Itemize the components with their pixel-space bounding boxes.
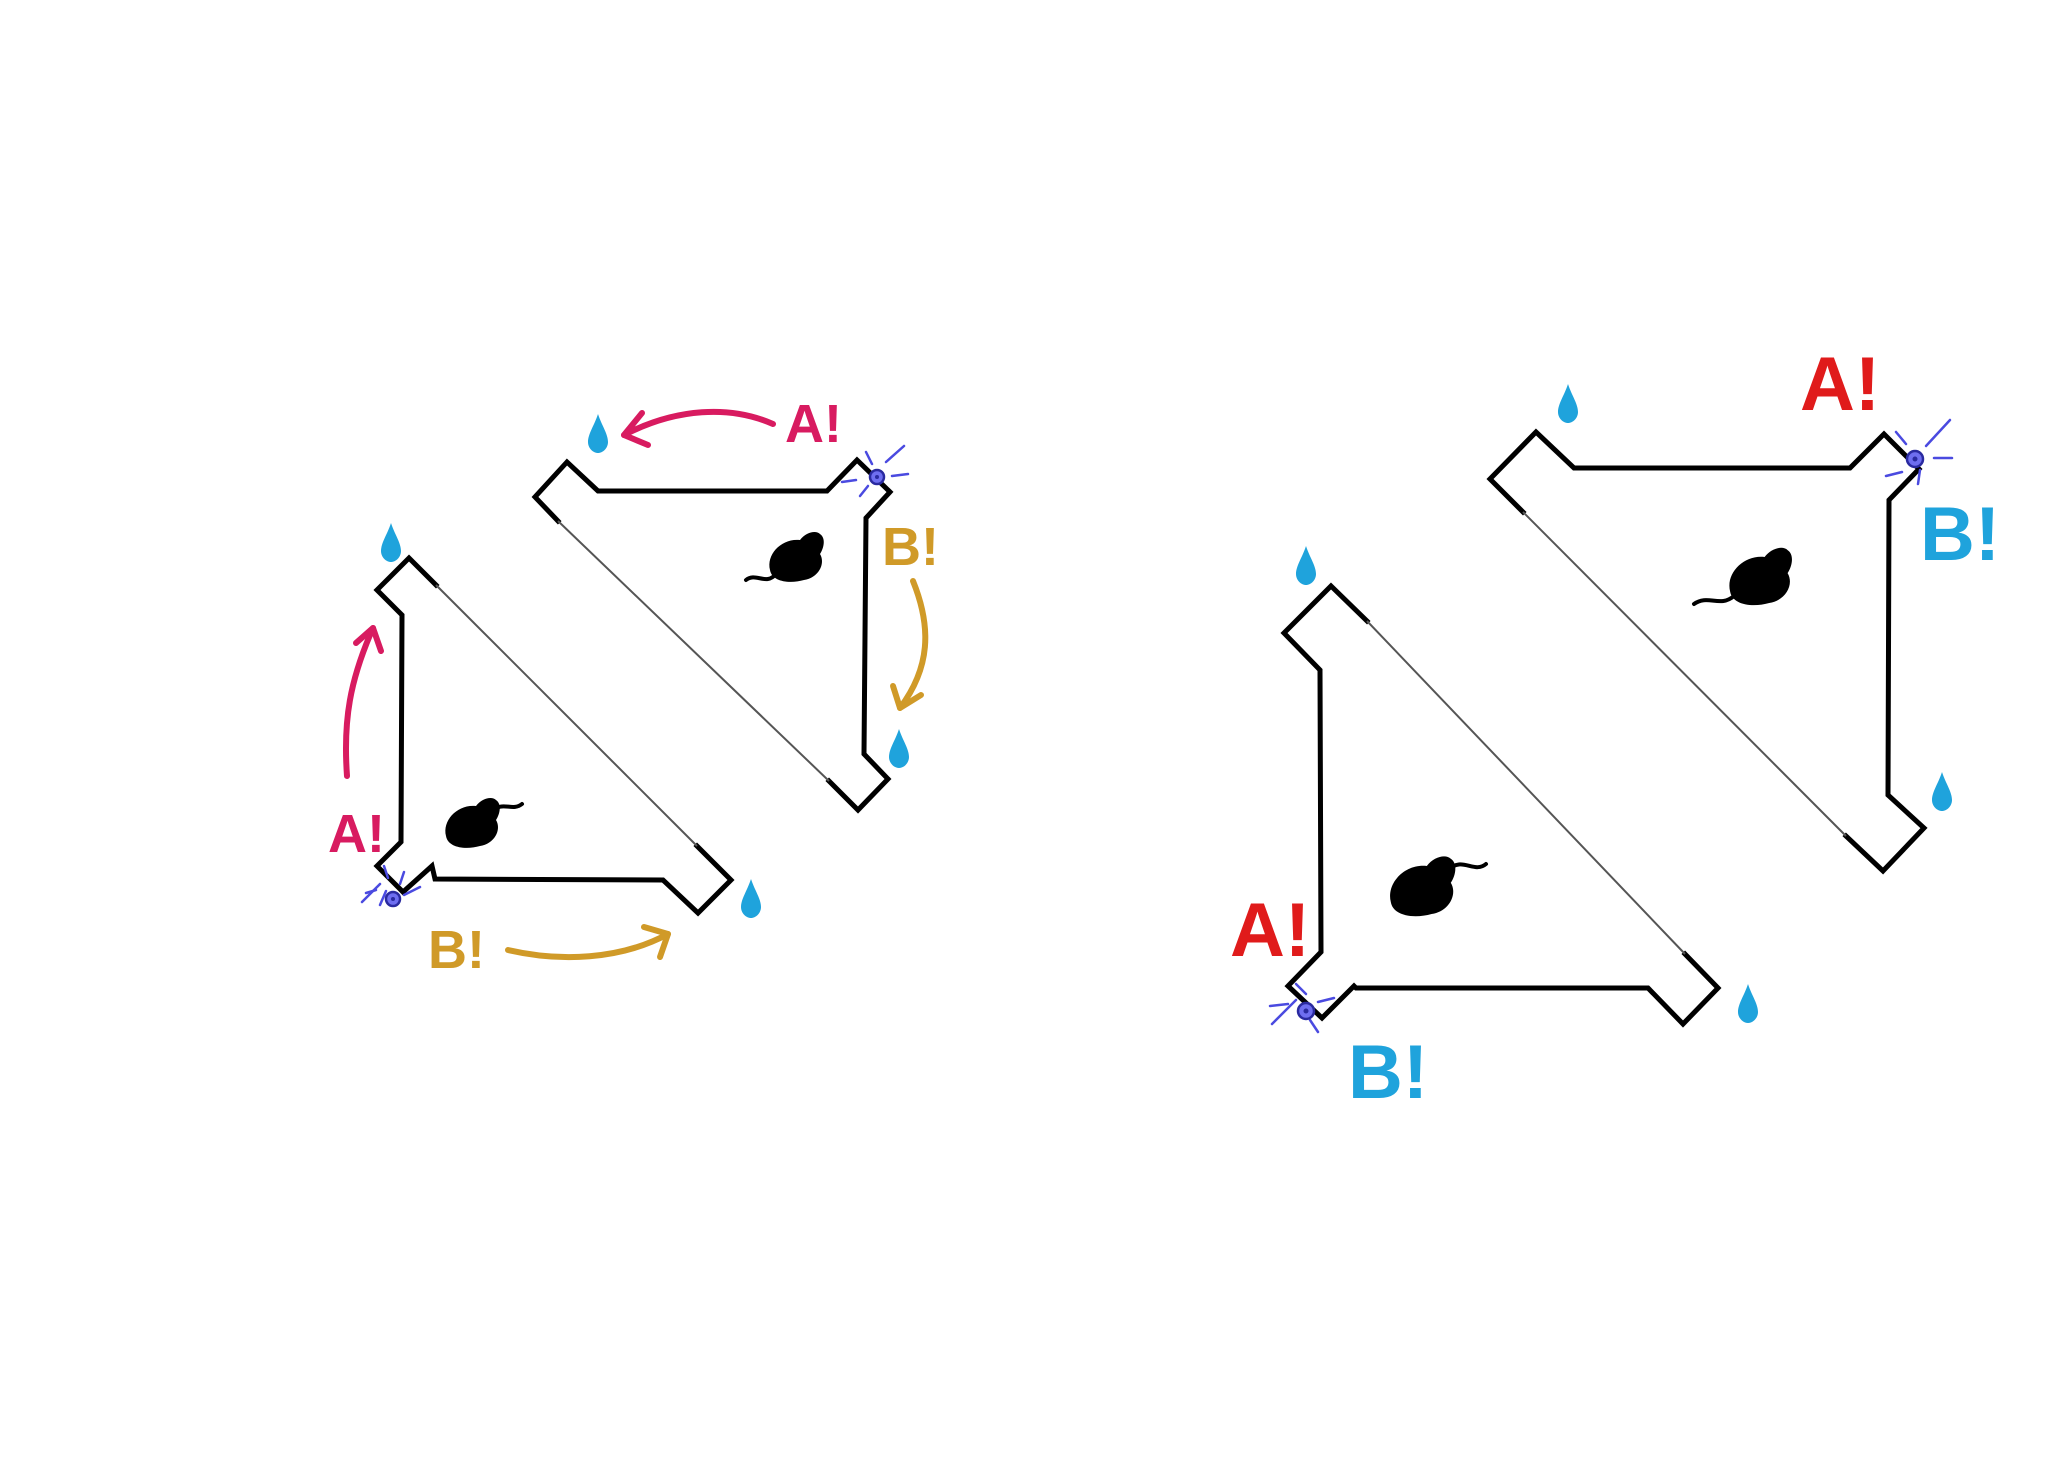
water-drop-icon <box>1738 984 1758 1023</box>
label-a: A! <box>328 804 385 864</box>
mouse-icon <box>1692 547 1792 606</box>
right-room-upper <box>1486 428 1928 875</box>
mouse-icon <box>445 798 524 848</box>
curved-arrow-icon <box>890 683 924 711</box>
left-panel: A! A! B! B! <box>328 394 939 980</box>
curved-arrow-icon <box>505 931 671 961</box>
left-room-lower-door <box>435 584 698 847</box>
left-room-upper-walls <box>531 456 894 814</box>
right-room-upper-door <box>1522 511 1847 837</box>
mouse-icon <box>744 532 824 582</box>
water-drop-icon <box>381 523 401 562</box>
right-room-lower <box>1280 582 1722 1028</box>
left-room-upper <box>531 456 894 814</box>
label-a: A! <box>1800 342 1880 427</box>
water-drop-icon <box>1296 546 1316 585</box>
label-b: B! <box>1348 1030 1428 1115</box>
sparkle-node-icon <box>1884 418 1954 486</box>
sparkle-node-icon <box>840 444 910 498</box>
water-drop-icon <box>1558 384 1578 423</box>
curved-arrow-icon <box>342 625 376 779</box>
right-room-lower-walls <box>1280 582 1722 1028</box>
curved-arrow-icon <box>353 625 384 654</box>
sparkle-node-icon <box>1268 982 1336 1034</box>
water-drop-icon <box>588 414 608 453</box>
left-room-lower-walls <box>373 554 735 917</box>
curved-arrow-icon <box>641 924 671 960</box>
water-drop-icon <box>1932 772 1952 811</box>
curved-arrow-icon <box>621 408 776 438</box>
left-room-upper-door <box>557 520 830 782</box>
label-b: B! <box>428 920 485 980</box>
right-room-lower-door <box>1366 620 1686 955</box>
label-b: B! <box>882 517 939 577</box>
mouse-icon <box>1390 856 1488 917</box>
water-drop-icon <box>889 729 909 768</box>
curved-arrow-icon <box>621 410 651 448</box>
label-b: B! <box>1920 492 2000 577</box>
left-room-lower <box>373 554 735 917</box>
right-panel: A! A! B! B! <box>1230 342 2000 1115</box>
label-a: A! <box>1230 888 1310 973</box>
curved-arrow-icon <box>897 578 929 711</box>
right-room-upper-walls <box>1486 428 1928 875</box>
water-drop-icon <box>741 879 761 918</box>
sparkle-node-icon <box>360 864 422 908</box>
label-a: A! <box>785 394 842 454</box>
